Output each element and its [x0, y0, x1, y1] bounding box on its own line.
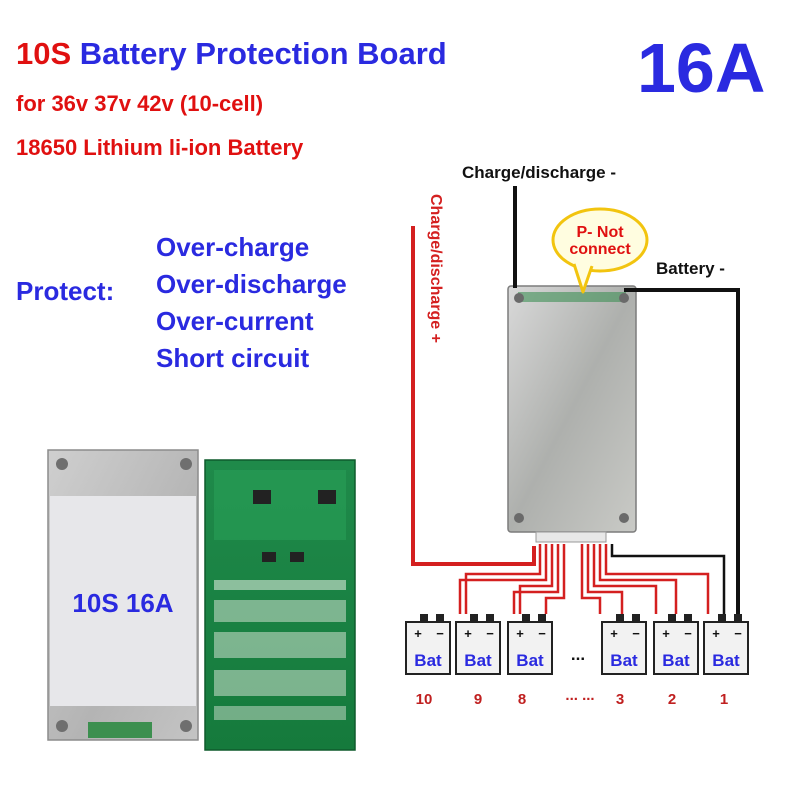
callout-line-1: P- Not: [576, 224, 624, 241]
protect-item-overdischarge: Over-discharge: [156, 269, 347, 299]
protect-item-short-circuit: Short circuit: [156, 343, 310, 373]
cell-2-label: Bat: [662, 651, 690, 670]
protect-item-overcharge: Over-charge: [156, 232, 310, 262]
cell-1-label: Bat: [712, 651, 740, 670]
cell-2-minus: −: [684, 626, 692, 641]
title-prefix: 10S: [16, 36, 72, 71]
cell-1-plus: +: [712, 626, 720, 641]
cell-10-plus: +: [414, 626, 422, 641]
cell-3-minus: −: [632, 626, 640, 641]
wire-battery-minus: [624, 288, 740, 624]
cell-number-3: 3: [616, 691, 624, 708]
cell-9-label: Bat: [464, 651, 492, 670]
battery-cell-2: [653, 614, 699, 675]
cell-8-label: Bat: [516, 651, 544, 670]
current-rating: 16A: [637, 29, 766, 107]
cell-9-plus: +: [464, 626, 472, 641]
subtitle-battery-type: 18650 Lithium li-ion Battery: [16, 135, 304, 160]
battery-cell-10: [405, 614, 451, 675]
product-label: 10S 16A: [72, 588, 173, 618]
title: 10S Battery Protection Board: [16, 36, 447, 72]
label-battery-minus: Battery -: [656, 259, 725, 278]
wire-charge-discharge-plus: [411, 226, 536, 566]
cell-9-minus: −: [486, 626, 494, 641]
product-board-pcb: [204, 459, 356, 751]
cell-number-ellipsis: ... ...: [565, 687, 594, 704]
callout-line-2: connect: [569, 241, 631, 258]
battery-cell-3: [601, 614, 647, 675]
cell-number-2: 2: [668, 691, 676, 708]
cell-1-minus: −: [734, 626, 742, 641]
product-board-heatsink: [47, 449, 199, 741]
cell-number-10: 10: [416, 691, 433, 708]
cells-ellipsis: ...: [571, 645, 585, 664]
bms-board: [507, 285, 637, 543]
cell-2-plus: +: [662, 626, 670, 641]
cell-number-8: 8: [518, 691, 526, 708]
cell-10-label: Bat: [414, 651, 442, 670]
balance-wires: [458, 544, 710, 614]
balance-wire-battery-minus: [610, 544, 726, 614]
battery-cell-8: [507, 614, 553, 675]
subtitle-voltage: for 36v 37v 42v (10-cell): [16, 91, 264, 116]
cell-3-label: Bat: [610, 651, 638, 670]
battery-cell-1: [703, 614, 749, 675]
title-main: Battery Protection Board: [79, 36, 447, 71]
protect-item-overcurrent: Over-current: [156, 306, 314, 336]
cell-10-minus: −: [436, 626, 444, 641]
cell-number-9: 9: [474, 691, 482, 708]
label-charge-discharge-plus: Charge/discharge +: [427, 194, 444, 343]
cell-8-plus: +: [516, 626, 524, 641]
cell-8-minus: −: [538, 626, 546, 641]
label-charge-discharge-minus: Charge/discharge -: [462, 163, 616, 182]
cell-3-plus: +: [610, 626, 618, 641]
battery-cell-9: [455, 614, 501, 675]
protect-label: Protect:: [16, 276, 115, 306]
callout-p-minus: [551, 207, 649, 294]
cell-number-1: 1: [720, 691, 728, 708]
